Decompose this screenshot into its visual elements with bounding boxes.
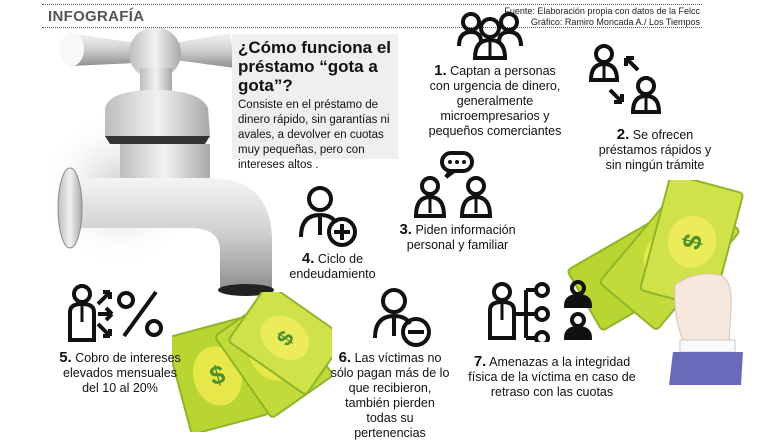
step-5-icon: [68, 282, 168, 344]
step-1-text: Captan a personas con urgencia de dinero…: [428, 64, 562, 138]
step-4-icon: [298, 185, 360, 250]
credit-line: Gráfico: Ramiro Moncada A./ Los Tiempos: [530, 17, 700, 27]
step-5: 5. Cobro de intereses elevados mensuales…: [55, 350, 185, 396]
step-6-text: Las víctimas no sólo pagan más de lo que…: [330, 351, 450, 440]
exchange-people-icon: [588, 44, 662, 114]
hand-money-icon: $ $: [567, 180, 744, 385]
person-percent-icon: [68, 284, 163, 342]
step-2-number: 2.: [616, 126, 630, 143]
step-4: 4. Ciclo de endeudamiento: [280, 251, 385, 282]
faucet-icon: [40, 28, 274, 296]
step-6-number: 6.: [338, 349, 352, 366]
source-line: Fuente: Elaboración propia con datos de …: [504, 6, 700, 16]
person-minus-icon: [373, 288, 431, 347]
hand-with-money: $ $: [555, 180, 770, 390]
step-3-number: 3.: [399, 221, 412, 238]
step-6: 6. Las víctimas no sólo pagan más de lo …: [330, 350, 450, 441]
step-7: 7. Amenazas a la integridad física de la…: [462, 354, 642, 400]
step-1-number: 1.: [434, 62, 447, 79]
source-credit: Fuente: Elaboración propia con datos de …: [504, 6, 700, 28]
group-icon: [457, 12, 523, 60]
step-5-text: Cobro de intereses elevados mensuales de…: [63, 351, 181, 395]
step-2: 2. Se ofrecen préstamos rápidos y sin ni…: [590, 127, 720, 173]
step-7-text: Amenazas a la integridad física de la ví…: [468, 355, 636, 399]
step-3-text: Piden información personal y familiar: [406, 223, 516, 252]
intro-box: ¿Cómo funciona el préstamo “gota a gota”…: [232, 34, 398, 171]
intro-title: ¿Cómo funciona el préstamo “gota a gota”…: [238, 38, 391, 95]
dollar-bills-icon: $ $ $: [172, 292, 332, 432]
intro-body: Consiste en el préstamo de dinero rápido…: [238, 99, 390, 171]
step-3: 3. Piden información personal y familiar: [395, 222, 520, 253]
faucet-illustration: [40, 28, 280, 298]
step-2-text: Se ofrecen préstamos rápidos y sin ningú…: [598, 128, 712, 172]
step-2-icon: [588, 40, 668, 120]
step-7-number: 7.: [473, 353, 487, 370]
person-plus-icon: [299, 186, 357, 247]
section-label: INFOGRAFÍA: [48, 8, 145, 25]
header-bottom-rule: [42, 27, 702, 28]
step-3-icon: [412, 150, 497, 220]
step-4-text: Ciclo de endeudamiento: [289, 252, 376, 281]
step-4-number: 4.: [301, 250, 315, 267]
step-7-icon: [488, 280, 598, 342]
money-bills-faucet: $ $ $: [172, 292, 332, 432]
conversation-icon: [413, 151, 493, 218]
header-top-rule: [42, 4, 702, 5]
step-1-icon: [455, 8, 525, 60]
step-5-number: 5.: [59, 349, 72, 366]
step-6-icon: [372, 288, 434, 350]
person-network-icon: [488, 280, 593, 342]
step-1: 1. Captan a personas con urgencia de din…: [425, 63, 565, 139]
